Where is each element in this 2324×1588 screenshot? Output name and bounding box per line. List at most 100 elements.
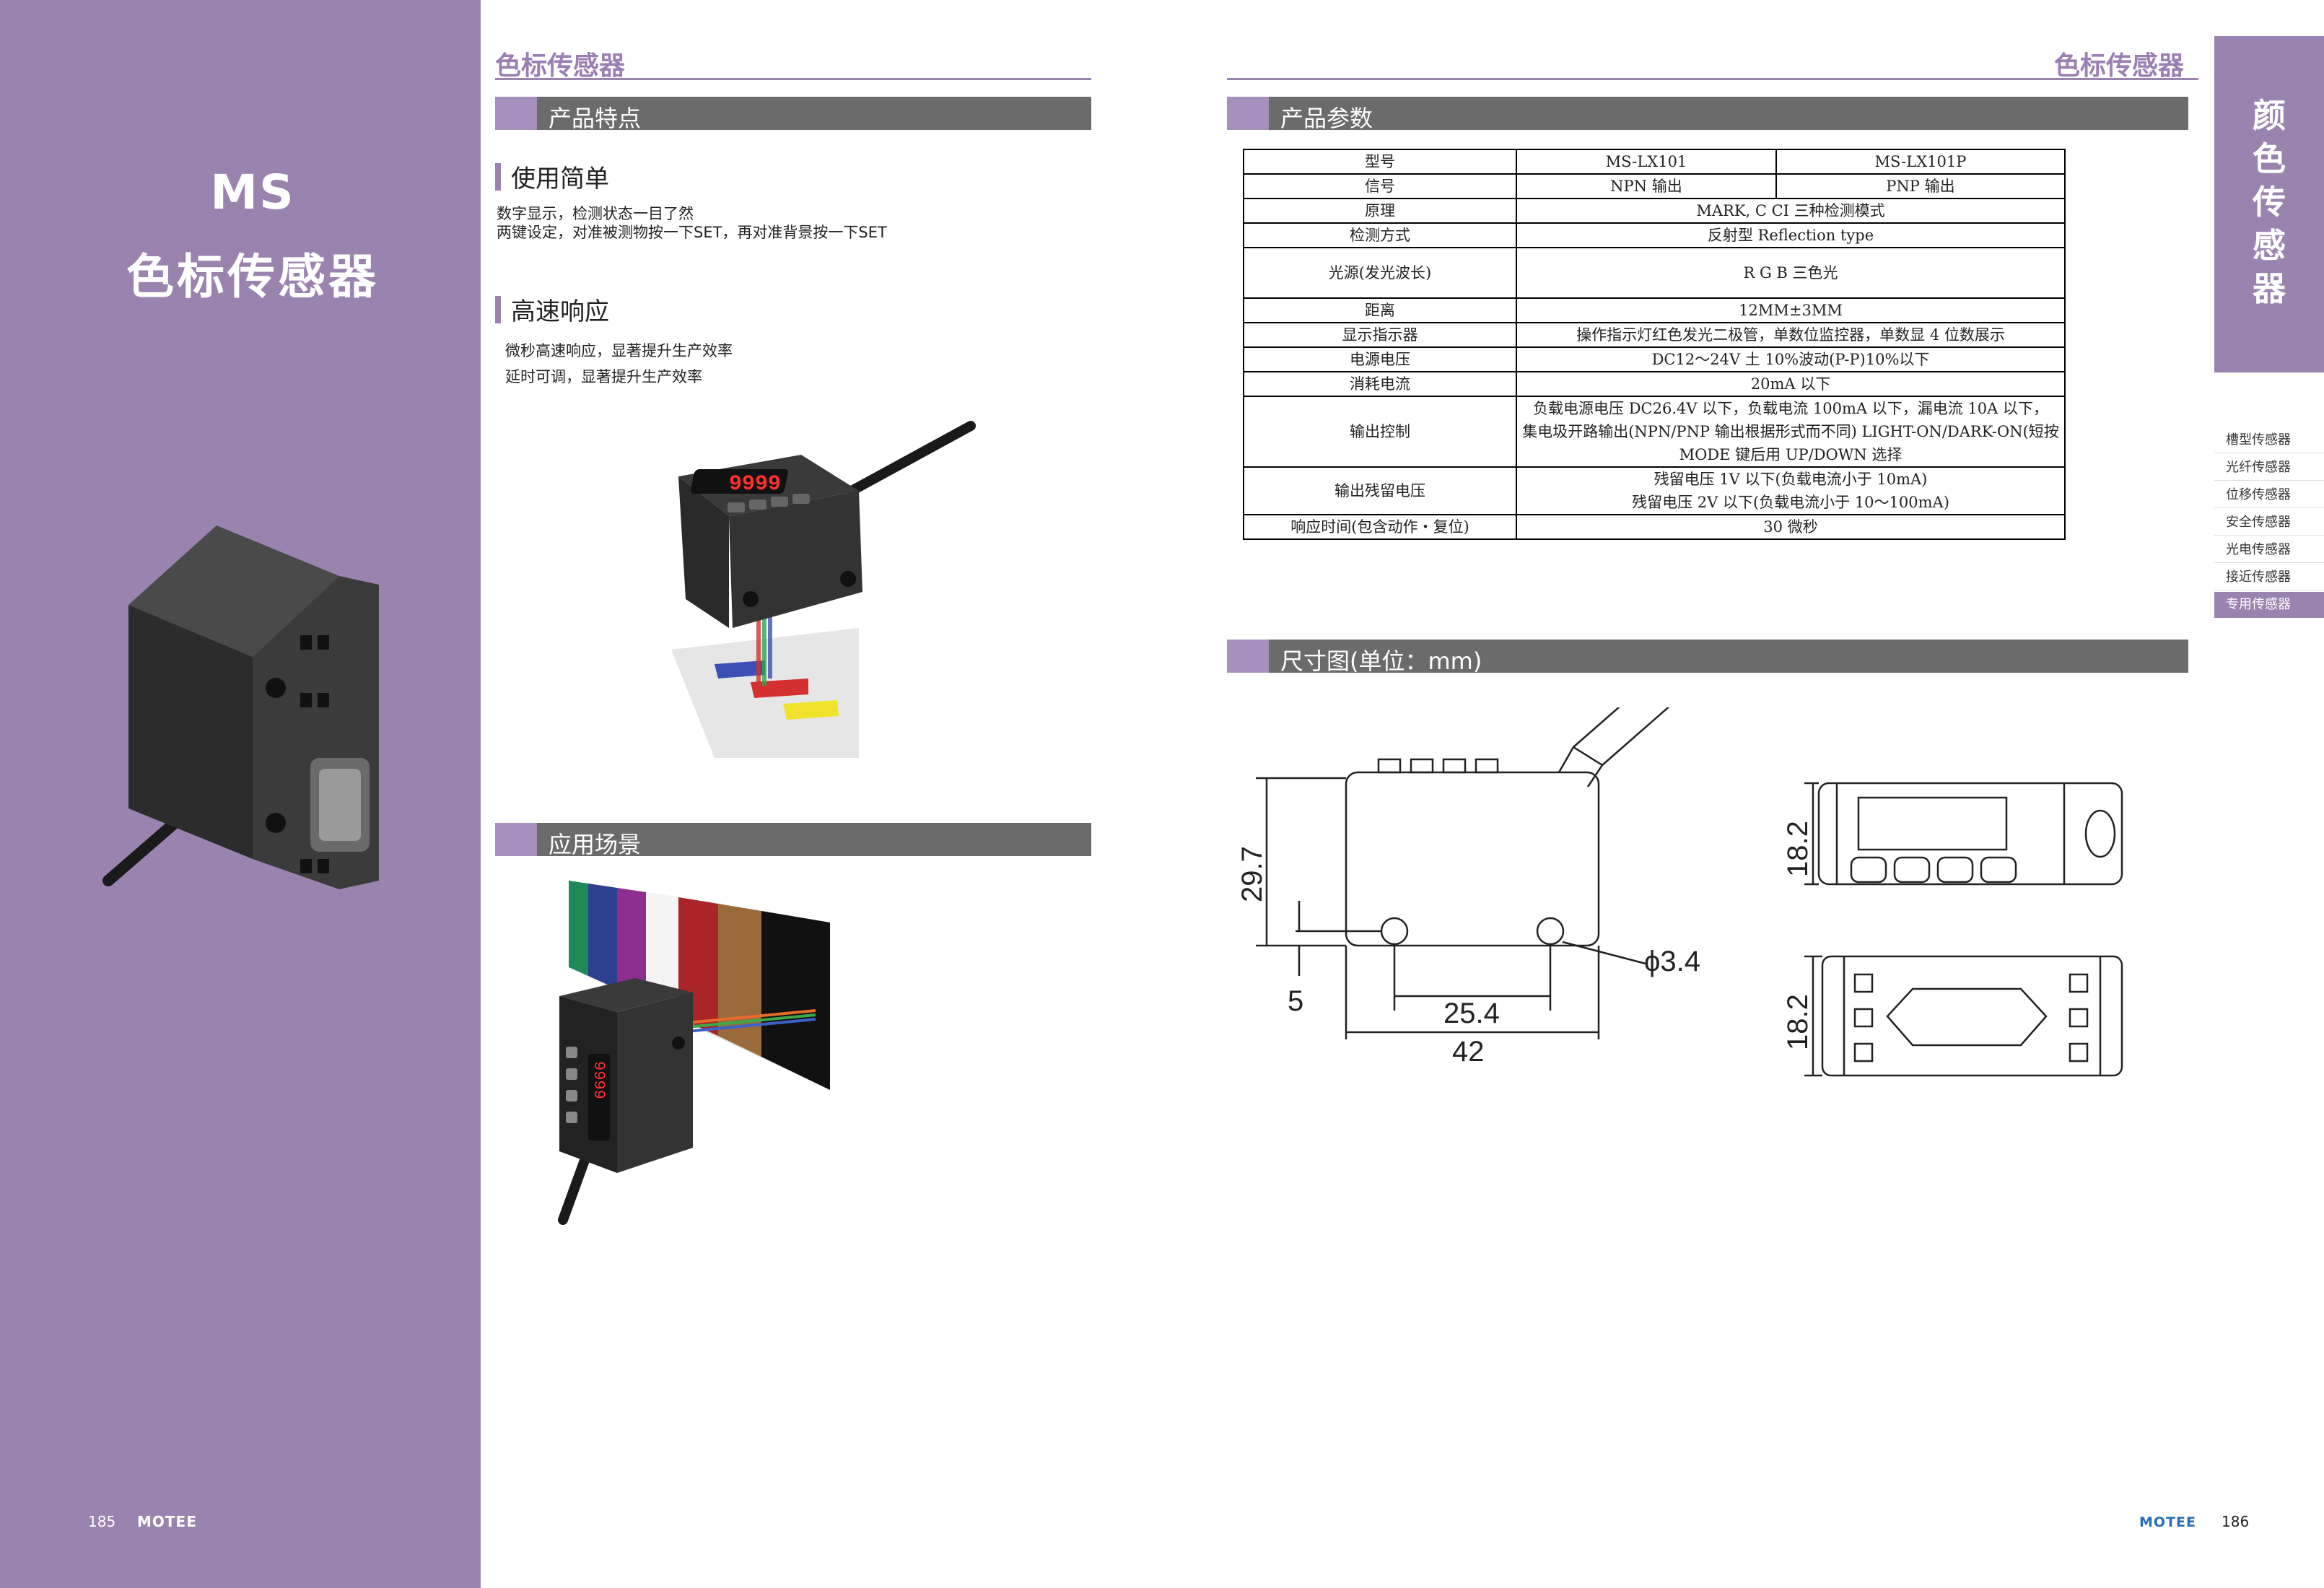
section-label: 产品特点 bbox=[549, 105, 642, 132]
dim-hole-dia: ϕ3.4 bbox=[1644, 946, 1700, 977]
section-accent bbox=[1227, 640, 1269, 673]
cover-title: 色标传感器 bbox=[126, 249, 379, 305]
table-cell: 距离 bbox=[1243, 297, 1517, 323]
table-cell: 显示指示器 bbox=[1243, 322, 1517, 348]
cell-line: 集电圾开路输出(NPN/PNP 输出根据形式而不同) LIGHT-ON/DARK… bbox=[1522, 423, 2059, 440]
table-cell: 电源电压 bbox=[1243, 346, 1517, 372]
heading-marker bbox=[495, 295, 501, 323]
table-row: 检测方式 反射型 Reflection type bbox=[1243, 222, 2066, 248]
feature-text: 数字显示，检测状态一目了然 bbox=[497, 205, 694, 222]
section-bar-features: 产品特点 bbox=[495, 97, 1091, 132]
section-accent bbox=[495, 823, 537, 856]
section-bar-dimensions: 尺寸图(单位：mm) bbox=[1227, 640, 2188, 675]
heading-rule-right bbox=[1227, 78, 2198, 80]
feature-text: 两键设定，对准被测物按一下SET，再对准背景按一下SET bbox=[497, 224, 887, 241]
spec-table: 型号 MS-LX101 MS-LX101P 信号 NPN 输出 PNP 输出 原… bbox=[1243, 149, 2066, 540]
table-cell: 消耗电流 bbox=[1243, 371, 1517, 397]
table-row: 响应时间(包含动作・复位) 30 微秒 bbox=[1243, 514, 2066, 540]
table-row: 原理 MARK, C CI 三种检测模式 bbox=[1243, 198, 2066, 224]
app-sensor-display: 9999 bbox=[590, 1061, 608, 1099]
table-cell: PNP 输出 bbox=[1775, 173, 2066, 199]
dim-length: 42 bbox=[1452, 1036, 1485, 1068]
table-cell: DC12～24V 土 10%波动(P-P)10%以下 bbox=[1516, 346, 2066, 372]
section-accent bbox=[1227, 97, 1269, 130]
table-cell: 负载电源电压 DC26.4V 以下，负载电流 100mA 以下，漏电流 10A … bbox=[1516, 396, 2066, 468]
dim-height: 29.7 bbox=[1236, 846, 1268, 902]
dim-width-bottom: 18.2 bbox=[1782, 994, 1814, 1050]
table-row: 信号 NPN 输出 PNP 输出 bbox=[1243, 173, 2066, 199]
page-number-right: 186 bbox=[2222, 1513, 2250, 1530]
brand-left: MOTEE bbox=[137, 1513, 197, 1530]
feature-text: 微秒高速响应，显著提升生产效率 bbox=[505, 342, 733, 359]
category-char: 传 bbox=[2253, 183, 2286, 222]
table-cell: 原理 bbox=[1243, 198, 1517, 224]
table-cell: 响应时间(包含动作・复位) bbox=[1243, 514, 1517, 540]
table-cell: 型号 bbox=[1243, 149, 1517, 175]
side-nav-item-fiber[interactable]: 光纤传感器 bbox=[2214, 455, 2324, 481]
table-cell: NPN 输出 bbox=[1516, 173, 1777, 199]
category-char: 器 bbox=[2253, 269, 2286, 308]
section-bar-parameters: 产品参数 bbox=[1227, 97, 2188, 132]
feature-sensor-image: 9999 bbox=[671, 421, 976, 758]
table-cell: MS-LX101 bbox=[1516, 149, 1777, 175]
side-nav-item-safety[interactable]: 安全传感器 bbox=[2214, 510, 2324, 536]
cover-sensor-image bbox=[102, 525, 379, 889]
dimension-drawing: 29.7 5 25.4 42 ϕ3.4 18.2 18.2 bbox=[1236, 707, 2123, 1077]
section-accent bbox=[495, 97, 537, 130]
page-heading-left: 色标传感器 bbox=[495, 51, 626, 81]
category-char: 感 bbox=[2253, 226, 2286, 265]
feature-title: 使用简单 bbox=[511, 165, 609, 193]
table-row: 型号 MS-LX101 MS-LX101P bbox=[1243, 149, 2066, 175]
table-row: 显示指示器 操作指示灯红色发光二极管，单数位监控器，单数显 4 位数展示 bbox=[1243, 322, 2066, 348]
application-scene-image: 9999 bbox=[558, 881, 830, 1225]
sensor-display-digits: 9999 bbox=[729, 472, 781, 497]
page-heading-right: 色标传感器 bbox=[2054, 51, 2185, 81]
table-cell: 信号 bbox=[1243, 173, 1517, 199]
side-nav-item-displacement[interactable]: 位移传感器 bbox=[2214, 482, 2324, 508]
heading-rule-left bbox=[495, 78, 1091, 80]
section-label: 尺寸图(单位：mm) bbox=[1280, 647, 1482, 675]
table-cell: 残留电压 1V 以下(负载电流小于 10mA) 残留电压 2V 以下(负载电流小… bbox=[1516, 466, 2066, 515]
table-row: 电源电压 DC12～24V 土 10%波动(P-P)10%以下 bbox=[1243, 346, 2066, 372]
table-row: 输出控制 负载电源电压 DC26.4V 以下，负载电流 100mA 以下，漏电流… bbox=[1243, 396, 2066, 468]
table-cell: 30 微秒 bbox=[1516, 514, 2066, 540]
brand-right: MOTEE bbox=[2139, 1514, 2196, 1530]
category-char: 色 bbox=[2253, 139, 2286, 178]
section-label: 产品参数 bbox=[1280, 105, 1373, 132]
cell-line: 残留电压 1V 以下(负载电流小于 10mA) bbox=[1654, 471, 1928, 488]
feature-heading-2: 高速响应 bbox=[495, 292, 609, 327]
side-nav-item-slot[interactable]: 槽型传感器 bbox=[2214, 427, 2324, 453]
category-char: 颜 bbox=[2253, 96, 2286, 135]
table-cell: MARK, C CI 三种检测模式 bbox=[1516, 198, 2066, 224]
dim-hole-spacing: 25.4 bbox=[1443, 998, 1500, 1029]
heading-marker bbox=[495, 162, 501, 191]
table-cell: 12MM±3MM bbox=[1516, 297, 2066, 323]
section-label: 应用场景 bbox=[549, 831, 642, 858]
dim-width-top: 18.2 bbox=[1782, 821, 1814, 877]
side-nav: 槽型传感器 光纤传感器 位移传感器 安全传感器 光电传感器 接近传感器 专用传感… bbox=[2214, 427, 2324, 619]
dim-hole-offset: 5 bbox=[1288, 985, 1303, 1017]
table-cell: 20mA 以下 bbox=[1516, 371, 2066, 397]
table-cell: 反射型 Reflection type bbox=[1516, 222, 2066, 248]
side-nav-item-photoelectric[interactable]: 光电传感器 bbox=[2214, 537, 2324, 563]
table-row: 消耗电流 20mA 以下 bbox=[1243, 371, 2066, 397]
cell-line: 负载电源电压 DC26.4V 以下，负载电流 100mA 以下，漏电流 10A … bbox=[1533, 400, 2048, 417]
table-cell: 操作指示灯红色发光二极管，单数位监控器，单数显 4 位数展示 bbox=[1516, 322, 2066, 348]
table-row: 输出残留电压 残留电压 1V 以下(负载电流小于 10mA) 残留电压 2V 以… bbox=[1243, 466, 2066, 515]
table-row: 光源(发光波长) R G B 三色光 bbox=[1243, 247, 2066, 299]
table-cell: 输出控制 bbox=[1243, 396, 1517, 468]
category-tab: 颜 色 传 感 器 bbox=[2214, 36, 2324, 372]
table-cell: MS-LX101P bbox=[1775, 149, 2066, 175]
page-number-left: 185 bbox=[88, 1513, 116, 1530]
table-row: 距离 12MM±3MM bbox=[1243, 297, 2066, 323]
cell-line: MODE 键后用 UP/DOWN 选择 bbox=[1679, 446, 1903, 463]
side-nav-item-special[interactable]: 专用传感器 bbox=[2214, 592, 2324, 618]
cell-line: 残留电压 2V 以下(负载电流小于 10～100mA) bbox=[1632, 494, 1949, 511]
side-nav-item-proximity[interactable]: 接近传感器 bbox=[2214, 564, 2324, 590]
feature-text: 延时可调，显著提升生产效率 bbox=[505, 368, 702, 385]
section-bar-applications: 应用场景 bbox=[495, 823, 1091, 858]
feature-heading-1: 使用简单 bbox=[495, 159, 609, 194]
feature-title: 高速响应 bbox=[511, 297, 609, 326]
table-cell: 光源(发光波长) bbox=[1243, 247, 1517, 299]
table-cell: 检测方式 bbox=[1243, 222, 1517, 248]
